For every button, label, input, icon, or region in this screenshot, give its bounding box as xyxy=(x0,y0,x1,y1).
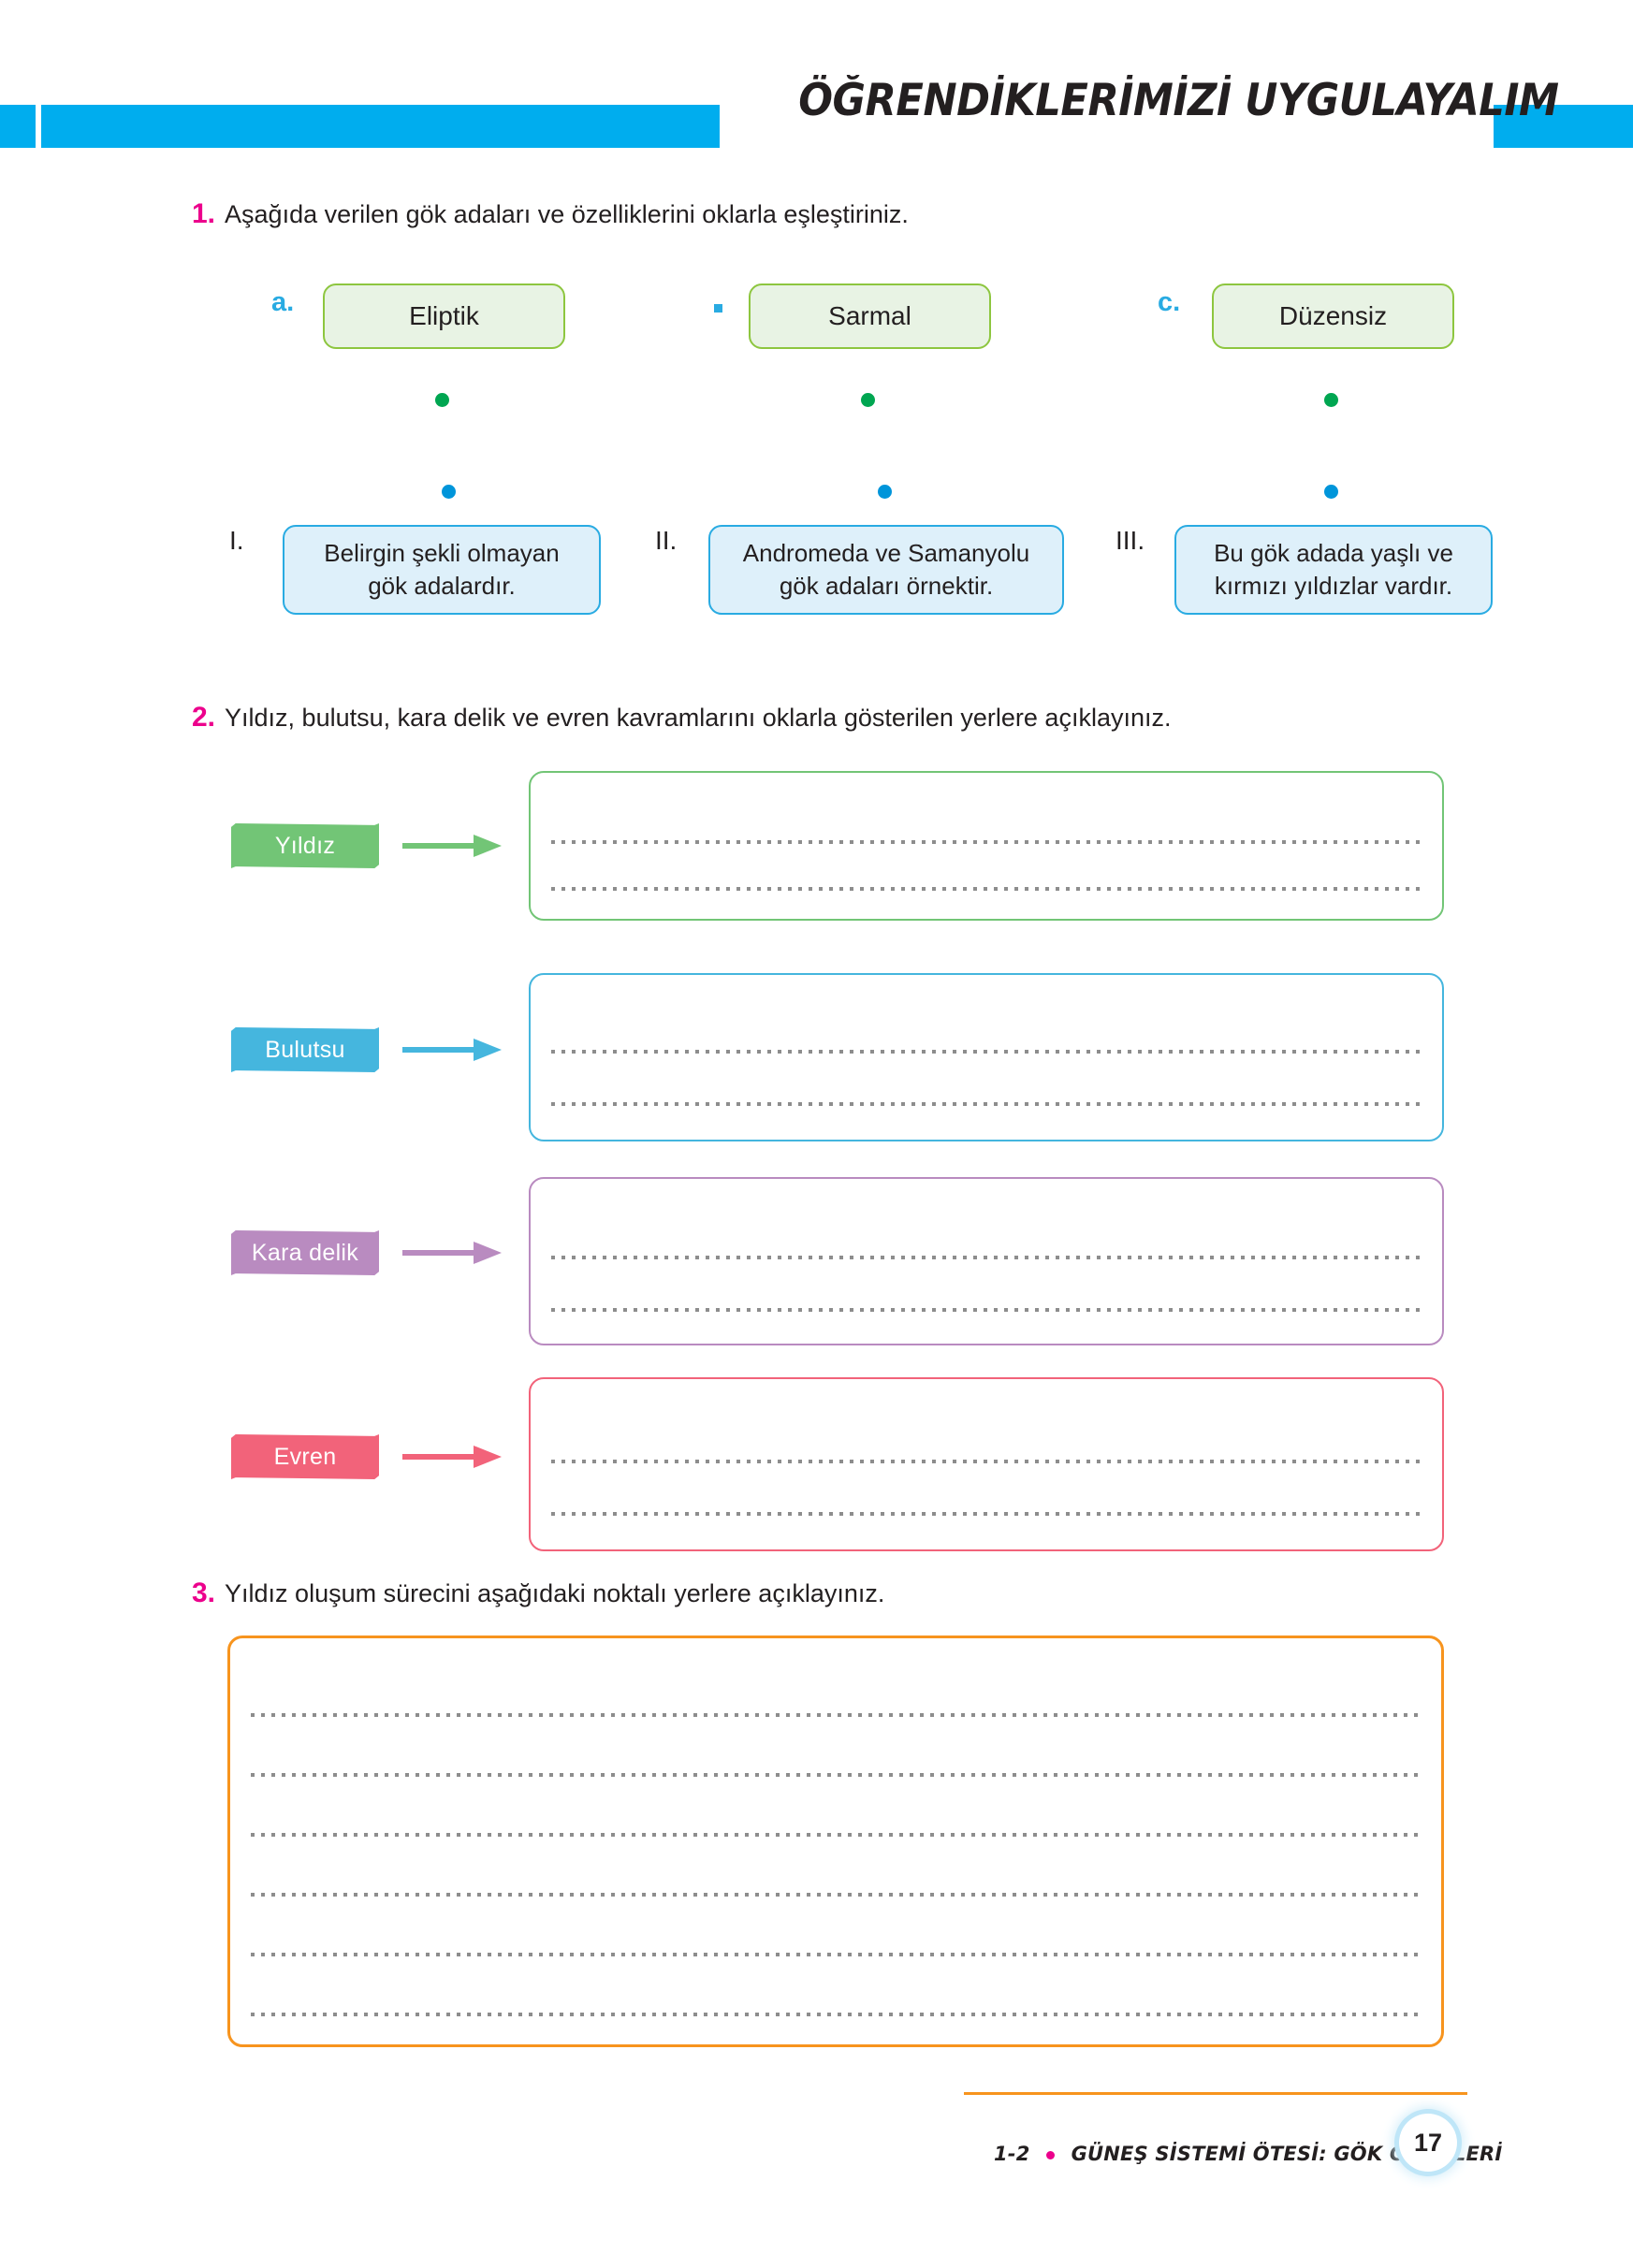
question-1-number: 1. xyxy=(192,198,216,229)
footer-rule xyxy=(964,2092,1467,2095)
q2-answer-line xyxy=(551,1512,1422,1516)
q2-answer-line xyxy=(551,1050,1422,1054)
page-header: ÖĞRENDİKLERİMİZİ UYGULAYALIM xyxy=(0,75,1633,148)
question-2-text: Yıldız, bulutsu, kara delik ve evren kav… xyxy=(225,704,1172,732)
q1-top-box-duzensiz-label: Düzensiz xyxy=(1278,301,1388,330)
q1-bottom-label-ii: II. xyxy=(655,526,678,555)
q1-top-label-c: c. xyxy=(1158,287,1181,317)
q2-answer-line xyxy=(551,1256,1422,1259)
q1-bottom-box-iii-line2: kırmızı yıldızlar vardır. xyxy=(1214,572,1453,600)
header-bar-right xyxy=(1494,105,1633,148)
q1-bottom-label-iii: III. xyxy=(1115,526,1145,555)
q1-bottom-box-ii-line1: Andromeda ve Samanyolu xyxy=(742,538,1030,567)
q1-connector-dot-c[interactable] xyxy=(1324,393,1338,407)
q2-answer-box-bulutsu[interactable] xyxy=(529,973,1444,1141)
q3-answer-line xyxy=(251,2013,1421,2016)
q3-answer-line xyxy=(251,1893,1421,1897)
q2-arrow-kara-delik xyxy=(402,1240,505,1266)
q1-top-box-sarmal[interactable]: Sarmal xyxy=(749,284,991,349)
footer-bullet-icon xyxy=(1046,2150,1056,2159)
question-3-answer-box[interactable] xyxy=(227,1636,1444,2047)
question-2-prompt: 2. Yıldız, bulutsu, kara delik ve evren … xyxy=(192,702,1171,734)
q2-answer-line xyxy=(551,1102,1422,1106)
q1-connector-dot-a[interactable] xyxy=(435,393,449,407)
q1-bottom-box-ii[interactable]: Andromeda ve Samanyolu gök adaları örnek… xyxy=(708,525,1064,615)
q2-answer-box-evren[interactable] xyxy=(529,1377,1444,1551)
q2-tag-kara-delik[interactable]: Kara delik xyxy=(231,1230,379,1275)
q1-top-box-eliptik[interactable]: Eliptik xyxy=(323,284,565,349)
question-2-number: 2. xyxy=(192,702,216,733)
q1-top-label-a: a. xyxy=(271,287,295,317)
q2-arrow-bulutsu xyxy=(402,1037,505,1063)
q2-answer-line xyxy=(551,1460,1422,1463)
header-bar-main xyxy=(41,105,720,148)
q2-tag-bulutsu-label: Bulutsu xyxy=(265,1036,345,1063)
q2-arrow-yildiz xyxy=(402,833,505,859)
q3-answer-line xyxy=(251,1773,1421,1777)
q2-tag-evren-label: Evren xyxy=(273,1443,337,1470)
q1-connector-dot-b[interactable] xyxy=(861,393,875,407)
q2-answer-line xyxy=(551,887,1422,891)
question-1-text: Aşağıda verilen gök adaları ve özellikle… xyxy=(225,200,909,228)
q1-bottom-box-i-line1: Belirgin şekli olmayan xyxy=(324,538,560,567)
q2-answer-line xyxy=(551,840,1422,844)
q1-bottom-box-i[interactable]: Belirgin şekli olmayan gök adalardır. xyxy=(283,525,601,615)
q1-top-box-eliptik-label: Eliptik xyxy=(409,301,479,330)
q3-answer-line xyxy=(251,1713,1421,1717)
question-1-matching-area: a. Eliptik b. Sarmal c. Düzensiz I. Beli… xyxy=(0,0,1633,615)
question-3-number: 3. xyxy=(192,1577,216,1608)
page-title: ÖĞRENDİKLERİMİZİ UYGULAYALIM xyxy=(798,75,1559,126)
question-3-prompt: 3. Yıldız oluşum sürecini aşağıdaki nokt… xyxy=(192,1577,884,1609)
q1-connector-dot-ii[interactable] xyxy=(878,485,892,499)
q1-bottom-box-iii-line1: Bu gök adada yaşlı ve xyxy=(1214,538,1453,567)
page-number: 17 xyxy=(1399,2114,1457,2172)
q2-tag-evren[interactable]: Evren xyxy=(231,1434,379,1479)
q2-tag-kara-delik-label: Kara delik xyxy=(251,1239,359,1266)
q1-bottom-box-iii[interactable]: Bu gök adada yaşlı ve kırmızı yıldızlar … xyxy=(1174,525,1493,615)
question-1-prompt: 1. Aşağıda verilen gök adaları ve özelli… xyxy=(192,198,909,230)
q1-top-box-duzensiz[interactable]: Düzensiz xyxy=(1212,284,1454,349)
header-bar-left-cap xyxy=(0,105,36,148)
q1-bottom-box-ii-line2: gök adaları örnektir. xyxy=(779,572,994,600)
q2-arrow-evren xyxy=(402,1444,505,1470)
q1-bottom-box-i-line2: gök adalardır. xyxy=(368,572,516,600)
q1-top-box-sarmal-label: Sarmal xyxy=(828,301,911,330)
question-3-text: Yıldız oluşum sürecini aşağıdaki noktalı… xyxy=(225,1579,885,1607)
q2-tag-yildiz-label: Yıldız xyxy=(274,832,336,859)
q2-answer-line xyxy=(551,1308,1422,1312)
q1-connector-dot-iii[interactable] xyxy=(1324,485,1338,499)
q2-answer-box-yildiz[interactable] xyxy=(529,771,1444,921)
q3-answer-line xyxy=(251,1953,1421,1956)
page-number-label: 17 xyxy=(1413,2128,1443,2157)
q3-answer-line xyxy=(251,1833,1421,1837)
q1-connector-dot-i[interactable] xyxy=(442,485,456,499)
q1-top-label-b-dot xyxy=(714,304,722,313)
q1-bottom-label-i: I. xyxy=(229,526,244,555)
q2-answer-box-kara-delik[interactable] xyxy=(529,1177,1444,1345)
q2-tag-bulutsu[interactable]: Bulutsu xyxy=(231,1027,379,1072)
q2-tag-yildiz[interactable]: Yıldız xyxy=(231,823,379,868)
footer-unit: 1-2 xyxy=(994,2143,1030,2165)
